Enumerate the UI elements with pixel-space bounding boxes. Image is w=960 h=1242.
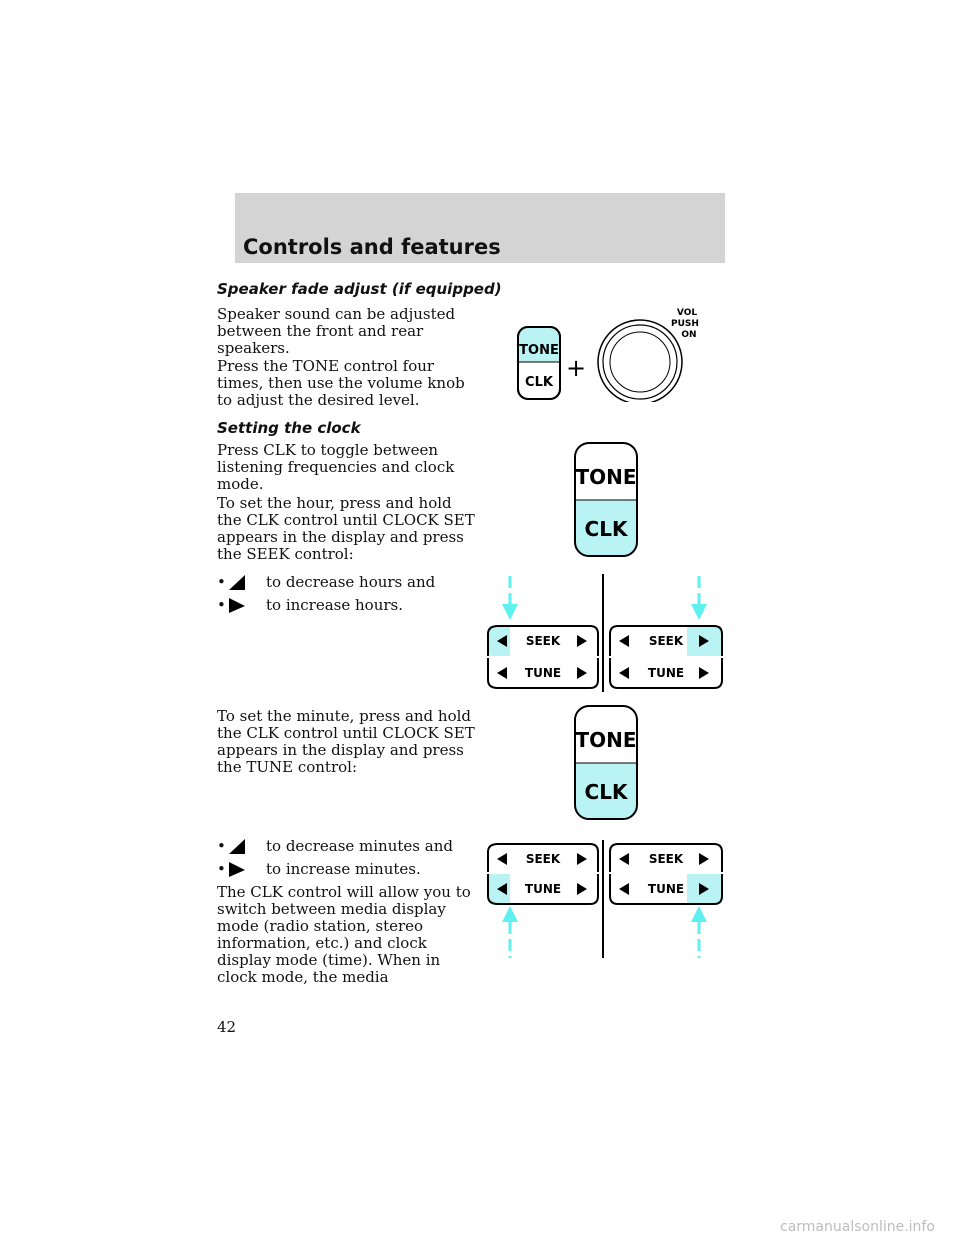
seek-label: SEEK [526, 852, 561, 866]
tune-right-triangle-icon [699, 667, 709, 679]
tune-left-triangle-icon [619, 883, 629, 895]
clock-paragraph-3: To set the minute, press and hold the CL… [217, 707, 475, 776]
tune-label: TUNE [648, 666, 684, 680]
seek-tune-figure-tune: SEEK TUNE SEEK TUNE [487, 840, 723, 958]
seek-right-triangle-icon [699, 635, 709, 647]
page-number: 42 [217, 1018, 237, 1036]
clock-heading: Setting the clock [217, 419, 361, 437]
clk-label: CLK [525, 375, 554, 390]
clk-button-figure: TONE CLK [574, 442, 638, 557]
hour-bullet-decrease-text: to decrease hours and [266, 573, 436, 591]
clk-button-figure-2: TONE CLK [574, 705, 638, 820]
on-label: ON [681, 330, 696, 340]
hour-bullet-increase-text: to increase hours. [266, 596, 404, 614]
bullet-dot: • [217, 837, 226, 855]
clk-highlight [575, 500, 637, 556]
tune-right-triangle-icon [577, 883, 587, 895]
fade-paragraph-2: Press the TONE control four times, then … [217, 357, 465, 409]
fade-paragraph-1: Speaker sound can be adjusted between th… [217, 305, 456, 357]
seek-right-triangle-icon [699, 853, 709, 865]
push-label: PUSH [671, 319, 699, 329]
seek-left-triangle-icon [497, 853, 507, 865]
clk-highlight [575, 763, 637, 819]
left-triangle-icon [229, 839, 245, 854]
down-arrow-icon [691, 604, 707, 620]
vol-label: VOL [677, 308, 697, 318]
fade-heading: Speaker fade adjust (if equipped) [217, 280, 502, 298]
tune-right-triangle-icon [699, 883, 709, 895]
seek-tune-figure-seek: SEEK TUNE SEEK TUNE [487, 574, 723, 692]
seek-label: SEEK [649, 852, 684, 866]
tune-left-triangle-icon [497, 883, 507, 895]
seek-label: SEEK [526, 634, 561, 648]
clk-label: CLK [585, 780, 629, 804]
seek-left-triangle-icon [619, 853, 629, 865]
seek-left-triangle-icon [619, 635, 629, 647]
up-arrow-icon [691, 906, 707, 922]
left-triangle-icon [229, 575, 245, 590]
tune-label: TUNE [648, 882, 684, 896]
plus-sign: + [566, 354, 586, 382]
seek-right-triangle-icon [577, 853, 587, 865]
tone-highlight [519, 328, 559, 362]
seek-right-triangle-icon [577, 635, 587, 647]
right-triangle-icon [229, 598, 245, 613]
down-arrow-icon [502, 604, 518, 620]
tone-label: TONE [519, 343, 559, 358]
up-arrow-icon [502, 906, 518, 922]
watermark: carmanualsonline.info [780, 1219, 935, 1235]
minute-bullet-increase-text: to increase minutes. [266, 860, 421, 878]
bullet-dot: • [217, 596, 226, 614]
seek-left-triangle-icon [497, 635, 507, 647]
minute-bullet-decrease-text: to decrease minutes and [266, 837, 453, 855]
section-header-bar: Controls and features [235, 193, 725, 263]
section-title: Controls and features [243, 235, 501, 259]
tune-right-triangle-icon [577, 667, 587, 679]
clock-paragraph-1: Press CLK to toggle between listening fr… [217, 441, 455, 493]
clock-paragraph-4: The CLK control will allow you to switch… [217, 883, 471, 986]
bullet-dot: • [217, 860, 226, 878]
tune-left-triangle-icon [619, 667, 629, 679]
tone-label: TONE [575, 465, 636, 489]
tune-left-triangle-icon [497, 667, 507, 679]
tune-label: TUNE [525, 882, 561, 896]
right-triangle-icon [229, 862, 245, 877]
seek-label: SEEK [649, 634, 684, 648]
tone-volume-figure: TONE CLK + VOL PUSH ON [517, 308, 699, 402]
bullet-dot: • [217, 573, 226, 591]
tune-label: TUNE [525, 666, 561, 680]
tone-label: TONE [575, 728, 636, 752]
clock-paragraph-2: To set the hour, press and hold the CLK … [217, 494, 475, 563]
clk-label: CLK [585, 517, 629, 541]
